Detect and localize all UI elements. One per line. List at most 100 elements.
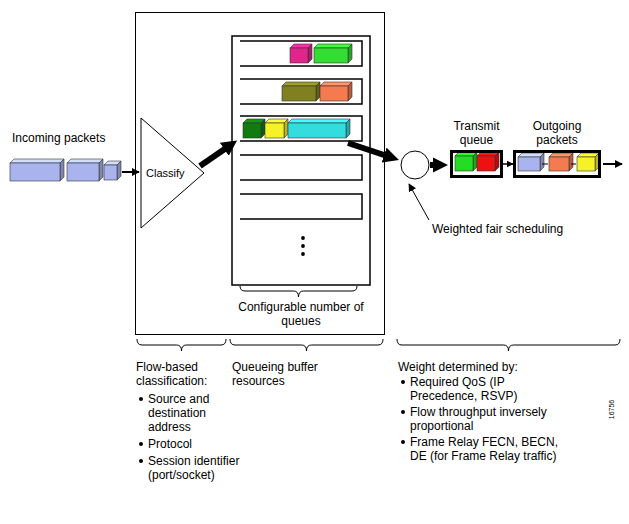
bullet-dot xyxy=(139,397,143,401)
packet xyxy=(67,159,103,181)
packet-side xyxy=(540,153,544,171)
packet-front xyxy=(282,86,316,101)
packet-front xyxy=(104,165,117,180)
packet xyxy=(549,153,573,171)
column-heading: Weight determined by: xyxy=(398,360,518,374)
bullet-item: Flow throughput inversely proportional xyxy=(410,405,570,433)
packet-side xyxy=(473,152,477,171)
queue-panel xyxy=(232,36,370,285)
frame-caption: Configurable number of queues xyxy=(232,300,370,328)
packet xyxy=(10,159,64,181)
small-arrow xyxy=(603,163,622,165)
packet-side xyxy=(316,82,320,101)
connector-arrow xyxy=(503,163,513,165)
shape-label: Classify xyxy=(146,166,185,180)
packet xyxy=(243,119,265,138)
packet-side xyxy=(117,161,121,180)
packet-front xyxy=(577,157,595,171)
packet-front xyxy=(67,163,99,181)
dot xyxy=(301,244,305,248)
leader-arrow xyxy=(409,184,429,220)
bullet-dot xyxy=(401,380,405,384)
packet-side xyxy=(284,119,288,138)
queue-row xyxy=(240,116,362,141)
packet xyxy=(104,161,121,180)
packet-side xyxy=(346,119,350,138)
column-heading: Queueing buffer resources xyxy=(232,360,332,388)
packet-side xyxy=(569,153,573,171)
packet-front xyxy=(10,163,60,181)
scheduler-circle xyxy=(401,151,429,179)
brace xyxy=(240,286,357,297)
packet-front xyxy=(265,123,284,138)
bullet-item: Frame Relay FECN, BECN, DE (for Frame Re… xyxy=(410,435,570,463)
packet-side xyxy=(308,44,312,63)
bullet-dot xyxy=(401,440,405,444)
bullet-item: Source and destination address xyxy=(148,392,228,434)
packet xyxy=(288,119,350,138)
flow-arrow xyxy=(430,162,442,168)
dot xyxy=(301,252,305,256)
outgoing-packets-box: Outgoing packets xyxy=(513,150,601,178)
packet-front xyxy=(320,86,348,101)
packet-front xyxy=(549,157,569,171)
classify-triangle: Classify xyxy=(141,118,204,228)
packet-top xyxy=(67,159,103,163)
packet xyxy=(518,153,544,171)
bullet-dot xyxy=(139,442,143,446)
queue-row xyxy=(240,41,362,66)
packet xyxy=(577,153,599,171)
dot xyxy=(301,236,305,240)
bullet-dot xyxy=(401,410,405,414)
packet-front xyxy=(243,123,261,138)
packet-side xyxy=(261,119,265,138)
queue-rows xyxy=(240,41,362,219)
packet-side xyxy=(99,159,103,181)
box-heading: Outgoing packets xyxy=(526,119,588,147)
column-heading: Flow-based classification: xyxy=(136,360,231,388)
packet-side xyxy=(495,152,499,171)
packet-top xyxy=(314,44,352,48)
bullet-item: Protocol xyxy=(148,437,228,451)
box-heading: Transmit queue xyxy=(446,119,508,147)
packet-links xyxy=(542,164,576,165)
packet-top xyxy=(320,82,352,86)
packet-link xyxy=(571,164,576,165)
queue-row xyxy=(240,194,362,219)
packet xyxy=(320,82,352,101)
brace xyxy=(137,339,226,351)
packet-top xyxy=(10,159,64,163)
braces xyxy=(137,286,620,351)
packet-front xyxy=(288,123,346,138)
queue-row xyxy=(240,79,362,104)
packet xyxy=(455,152,477,171)
packet xyxy=(265,119,288,138)
brace xyxy=(230,339,383,351)
queue-row xyxy=(240,155,362,180)
bullet-dot xyxy=(139,459,143,463)
packet-side xyxy=(348,82,352,101)
packet-link xyxy=(542,164,548,165)
brace xyxy=(397,339,620,351)
packet-side xyxy=(348,44,352,63)
packet xyxy=(477,152,499,171)
bullet-item: Required QoS (IP Precedence, RSVP) xyxy=(410,375,545,403)
flow-arrow xyxy=(200,144,232,166)
triangle-shape xyxy=(141,118,204,228)
packet-front xyxy=(455,156,473,171)
callout-label: Weighted fair scheduling xyxy=(432,222,563,236)
small-arrow xyxy=(122,171,139,173)
figure-number: 16756 xyxy=(607,400,616,419)
queueing-frame: ClassifyConfigurable number of queues xyxy=(135,12,385,335)
input-label: Incoming packets xyxy=(12,131,105,145)
packet-front xyxy=(518,157,540,171)
packet xyxy=(314,44,352,63)
packet-top xyxy=(518,153,544,157)
packets xyxy=(10,44,599,181)
packet-side xyxy=(60,159,64,181)
packet-front xyxy=(477,156,495,171)
packet-front xyxy=(314,48,348,63)
packet xyxy=(290,44,312,63)
ellipsis-dots xyxy=(301,236,305,256)
packet-top xyxy=(282,82,320,86)
